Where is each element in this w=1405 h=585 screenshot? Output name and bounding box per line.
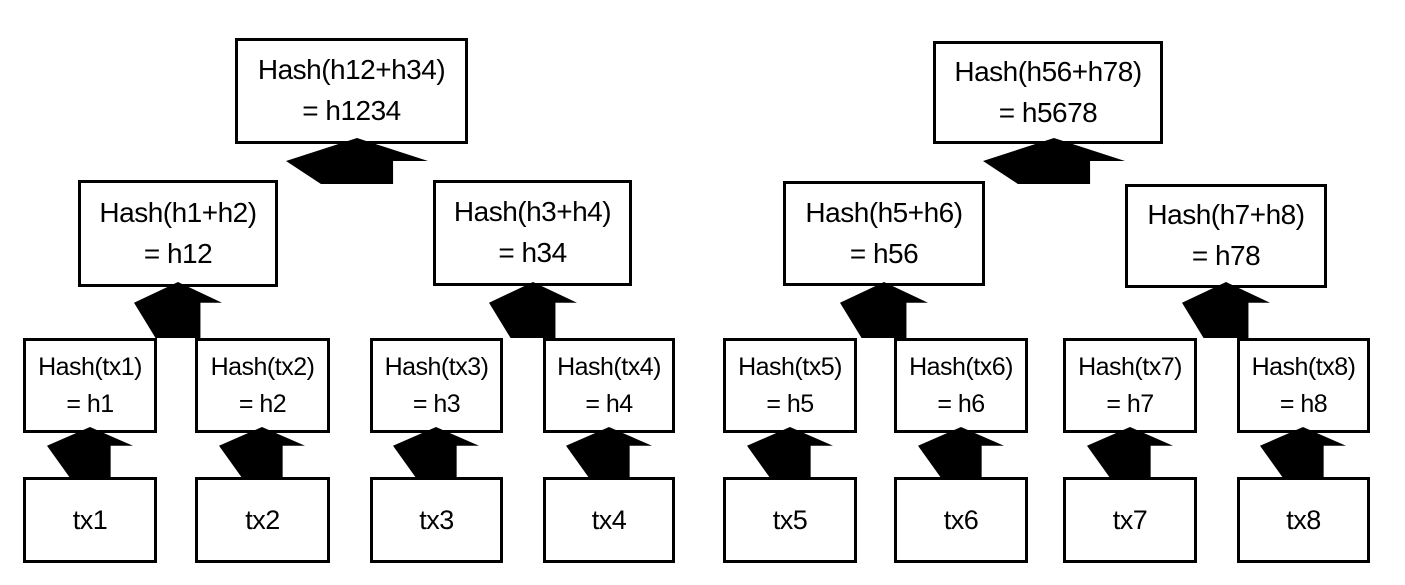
up-block-arrow-icon-to-h78 — [1182, 282, 1270, 338]
pair-h12-hash-label: Hash(h1+h2) — [99, 196, 257, 228]
up-block-arrow-icon-to-h2 — [219, 427, 305, 477]
pair-h78-hash-label: Hash(h7+h8) — [1147, 199, 1305, 231]
leafhash-h8-result-label: = h8 — [1279, 389, 1328, 418]
leafhash-h3-hash-label: Hash(tx3) — [384, 353, 489, 382]
tx8-label: tx8 — [1286, 504, 1321, 535]
leafhash-h4-hash-label: Hash(tx4) — [557, 353, 661, 382]
leafhash-h7-result-label: = h7 — [1106, 389, 1154, 418]
tx3-label: tx3 — [419, 504, 454, 535]
tx2-label: tx2 — [245, 504, 280, 535]
node-pair-h34: Hash(h3+h4) = h34 — [433, 180, 632, 286]
pair-h78-result-label: = h78 — [1191, 240, 1261, 271]
node-tx6: tx6 — [894, 477, 1028, 563]
node-pair-h78: Hash(h7+h8) = h78 — [1125, 184, 1327, 288]
node-tx3: tx3 — [370, 477, 503, 563]
tx1-label: tx1 — [72, 504, 108, 535]
leafhash-h2-result-label: = h2 — [238, 389, 287, 418]
node-leafhash-h4: Hash(tx4) = h4 — [543, 338, 675, 433]
up-block-arrow-icon-to-h56 — [840, 282, 928, 338]
up-block-arrow-icon-to-h1234 — [286, 138, 428, 184]
pair-h56-result-label: = h56 — [849, 237, 919, 269]
node-pair-h56: Hash(h5+h6) = h56 — [783, 181, 985, 286]
up-block-arrow-icon-to-h12 — [134, 282, 222, 338]
leafhash-h1-result-label: = h1 — [66, 389, 114, 418]
pair-h34-hash-label: Hash(h3+h4) — [453, 196, 612, 228]
tx4-label: tx4 — [591, 504, 627, 535]
leafhash-h8-hash-label: Hash(tx8) — [1251, 353, 1356, 382]
node-tx7: tx7 — [1063, 477, 1197, 563]
up-block-arrow-icon-to-h1 — [47, 427, 133, 477]
node-tx8: tx8 — [1237, 477, 1370, 563]
node-leafhash-h2: Hash(tx2) = h2 — [195, 338, 330, 433]
node-root-h1234: Hash(h12+h34) = h1234 — [235, 38, 468, 144]
node-tx1: tx1 — [23, 477, 157, 563]
node-leafhash-h3: Hash(tx3) = h3 — [370, 338, 503, 433]
node-leafhash-h5: Hash(tx5) = h5 — [723, 338, 857, 433]
leafhash-h1-hash-label: Hash(tx1) — [38, 353, 142, 382]
node-pair-h12: Hash(h1+h2) = h12 — [78, 180, 278, 287]
root-h5678-hash-label: Hash(h56+h78) — [954, 55, 1142, 87]
tx5-label: tx5 — [772, 504, 808, 535]
node-tx4: tx4 — [543, 477, 675, 563]
node-tx5: tx5 — [723, 477, 857, 563]
leafhash-h5-result-label: = h5 — [766, 389, 814, 418]
node-tx2: tx2 — [195, 477, 330, 563]
up-block-arrow-icon-to-h5678 — [983, 138, 1125, 184]
root-h5678-result-label: = h5678 — [998, 96, 1098, 128]
node-leafhash-h1: Hash(tx1) = h1 — [23, 338, 157, 433]
up-block-arrow-icon-to-h5 — [747, 427, 833, 477]
leafhash-h2-hash-label: Hash(tx2) — [210, 353, 315, 382]
tx7-label: tx7 — [1112, 504, 1148, 535]
root-h1234-hash-label: Hash(h12+h34) — [257, 54, 446, 86]
leafhash-h3-result-label: = h3 — [412, 389, 461, 418]
up-block-arrow-icon-to-h4 — [566, 427, 652, 477]
leafhash-h7-hash-label: Hash(tx7) — [1078, 353, 1182, 382]
node-leafhash-h6: Hash(tx6) = h6 — [894, 338, 1028, 433]
leafhash-h6-hash-label: Hash(tx6) — [909, 353, 1013, 382]
pair-h56-hash-label: Hash(h5+h6) — [805, 196, 963, 228]
node-leafhash-h7: Hash(tx7) = h7 — [1063, 338, 1197, 433]
root-h1234-result-label: = h1234 — [302, 95, 401, 126]
pair-h34-result-label: = h34 — [498, 237, 567, 268]
up-block-arrow-icon-to-h34 — [489, 282, 577, 338]
up-block-arrow-icon-to-h6 — [918, 427, 1004, 477]
up-block-arrow-icon-to-h3 — [393, 427, 479, 477]
node-leafhash-h8: Hash(tx8) = h8 — [1237, 338, 1370, 433]
up-block-arrow-icon-to-h7 — [1087, 427, 1173, 477]
tx6-label: tx6 — [943, 504, 979, 535]
leafhash-h5-hash-label: Hash(tx5) — [738, 353, 842, 382]
node-root-h5678: Hash(h56+h78) = h5678 — [933, 41, 1163, 144]
up-block-arrow-icon-to-h8 — [1260, 427, 1346, 477]
leafhash-h6-result-label: = h6 — [937, 389, 985, 418]
leafhash-h4-result-label: = h4 — [585, 389, 633, 418]
pair-h12-result-label: = h12 — [143, 237, 213, 269]
